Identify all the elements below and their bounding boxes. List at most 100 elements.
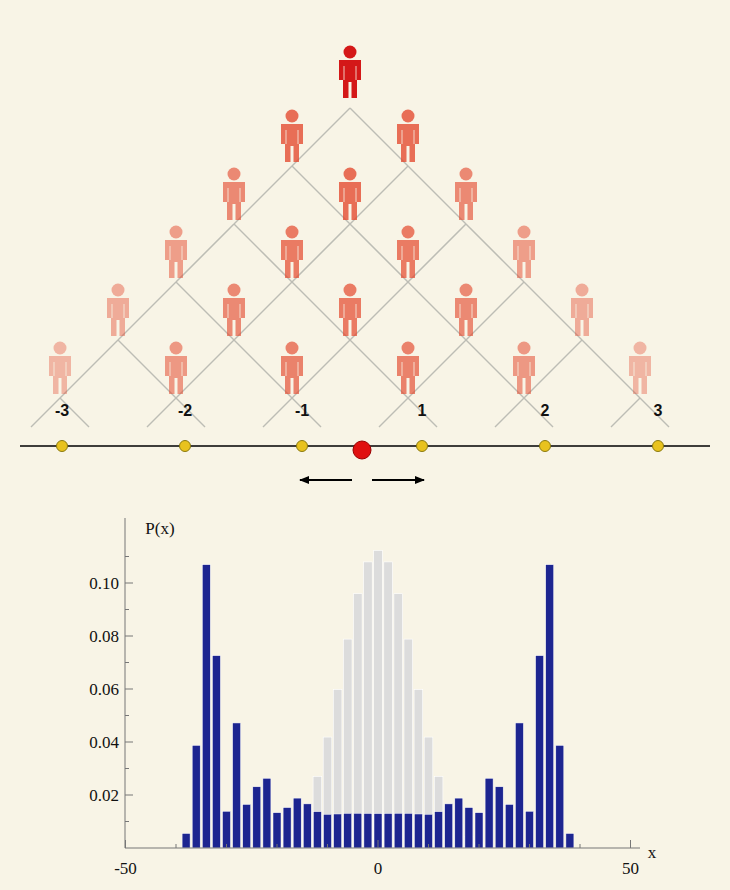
- walker-figure: [513, 226, 535, 279]
- x-tick: [428, 844, 429, 848]
- figure-arm-gap: [414, 246, 415, 260]
- figure-head: [518, 342, 531, 355]
- figure-arm-gap: [298, 246, 299, 260]
- classical-bar: [313, 776, 322, 848]
- figure-arm-gap: [182, 246, 183, 260]
- quantum-bar: [243, 804, 251, 848]
- figure-arm-gap: [402, 130, 403, 144]
- quantum-bar: [303, 804, 311, 848]
- figure-arm-gap: [344, 304, 345, 318]
- position-label: 1: [418, 403, 427, 419]
- walker-figure: [281, 342, 303, 395]
- position-label: -2: [178, 403, 192, 419]
- walker-figure: [455, 284, 477, 337]
- quantum-bar: [485, 778, 493, 848]
- classical-bar: [414, 690, 423, 848]
- quantum-bar: [354, 813, 362, 848]
- figure-head: [402, 226, 415, 239]
- figure-arm-gap: [472, 188, 473, 202]
- walker-figure: [339, 168, 361, 221]
- figure-body: [165, 240, 187, 278]
- figure-arm-gap: [182, 362, 183, 376]
- figure-arm-gap: [414, 130, 415, 144]
- position-dot: [180, 441, 191, 452]
- axis-title: x: [648, 844, 657, 861]
- figure-head: [112, 284, 125, 297]
- classical-bar: [434, 776, 443, 848]
- figure-arm-gap: [124, 304, 125, 318]
- figure-arm-gap: [472, 304, 473, 318]
- figure-head: [576, 284, 589, 297]
- walker-figure: [397, 110, 419, 163]
- figure-head: [286, 226, 299, 239]
- quantum-bar: [313, 812, 321, 848]
- figure-arm-gap: [54, 362, 55, 376]
- classical-bar: [333, 690, 342, 848]
- figure-body: [281, 124, 303, 162]
- figure-head: [460, 168, 473, 181]
- walker-figure: [397, 226, 419, 279]
- figure-arm-gap: [240, 304, 241, 318]
- figure-arm-gap: [298, 130, 299, 144]
- quantum-bar: [344, 813, 352, 848]
- quantum-bar: [445, 804, 453, 848]
- x-tick: [378, 840, 379, 848]
- figure-head: [170, 226, 183, 239]
- walker-figure: [339, 284, 361, 337]
- tick-label: 0.02: [89, 787, 119, 804]
- figure-head: [228, 168, 241, 181]
- x-tick: [226, 844, 227, 848]
- tick-label: 0.10: [89, 575, 119, 592]
- lattice-line: [147, 398, 176, 427]
- position-dots: [57, 441, 664, 460]
- quantum-bar: [293, 798, 301, 848]
- figure-arm-gap: [344, 66, 345, 80]
- figure-body: [339, 60, 361, 98]
- figure-body: [571, 298, 593, 336]
- quantum-bar: [334, 814, 342, 848]
- quantum-bar: [233, 723, 241, 848]
- quantum-bar: [536, 656, 544, 848]
- walker-dot: [353, 441, 371, 459]
- walker-figure: [223, 168, 245, 221]
- x-tick: [529, 844, 530, 848]
- tick-label: 0.04: [89, 734, 119, 751]
- x-tick: [580, 844, 581, 848]
- quantum-bar: [283, 808, 291, 848]
- figure-head: [634, 342, 647, 355]
- walker-figure: [281, 226, 303, 279]
- position-dot: [417, 441, 428, 452]
- quantum-bar: [364, 813, 372, 848]
- quantum-bar: [374, 814, 382, 848]
- figure-arm-gap: [112, 304, 113, 318]
- lattice-line: [379, 398, 408, 427]
- walker-figure: [339, 46, 361, 99]
- y-tick: [125, 715, 129, 716]
- quantum-bar: [212, 656, 220, 848]
- quantum-bar: [475, 813, 483, 848]
- position-dot: [653, 441, 664, 452]
- walker-figure: [165, 342, 187, 395]
- figure-arm-gap: [414, 362, 415, 376]
- walker-figure: [165, 226, 187, 279]
- quantum-bar: [324, 814, 332, 848]
- y-tick: [125, 609, 129, 610]
- classical-bar: [374, 550, 383, 848]
- quantum-bar: [253, 787, 261, 848]
- walker-figure: [455, 168, 477, 221]
- figure-arm-gap: [356, 66, 357, 80]
- x-tick: [277, 844, 278, 848]
- lattice-line: [263, 398, 292, 427]
- quantum-bar: [182, 833, 190, 848]
- y-tick: [125, 768, 129, 769]
- figure-head: [344, 46, 357, 59]
- figure-arm-gap: [530, 246, 531, 260]
- chart-axes: [125, 518, 640, 848]
- figure-head: [402, 342, 415, 355]
- quantum-bar: [273, 813, 281, 848]
- figure-arm-gap: [286, 246, 287, 260]
- figure-arm-gap: [460, 304, 461, 318]
- y-tick: [125, 583, 133, 584]
- quantum-bar: [465, 808, 473, 848]
